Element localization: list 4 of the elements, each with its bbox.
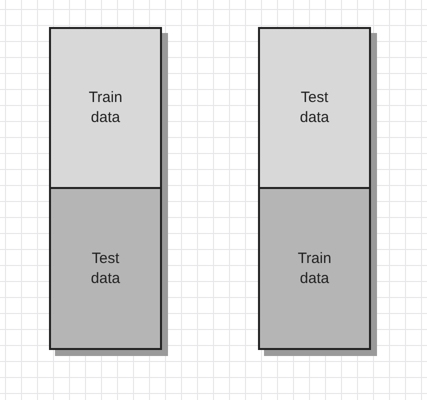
- block-label: Train data: [88, 88, 124, 128]
- block-label: Train data: [296, 248, 332, 288]
- block-label: Test data: [298, 88, 330, 128]
- block-label: Test data: [90, 248, 122, 288]
